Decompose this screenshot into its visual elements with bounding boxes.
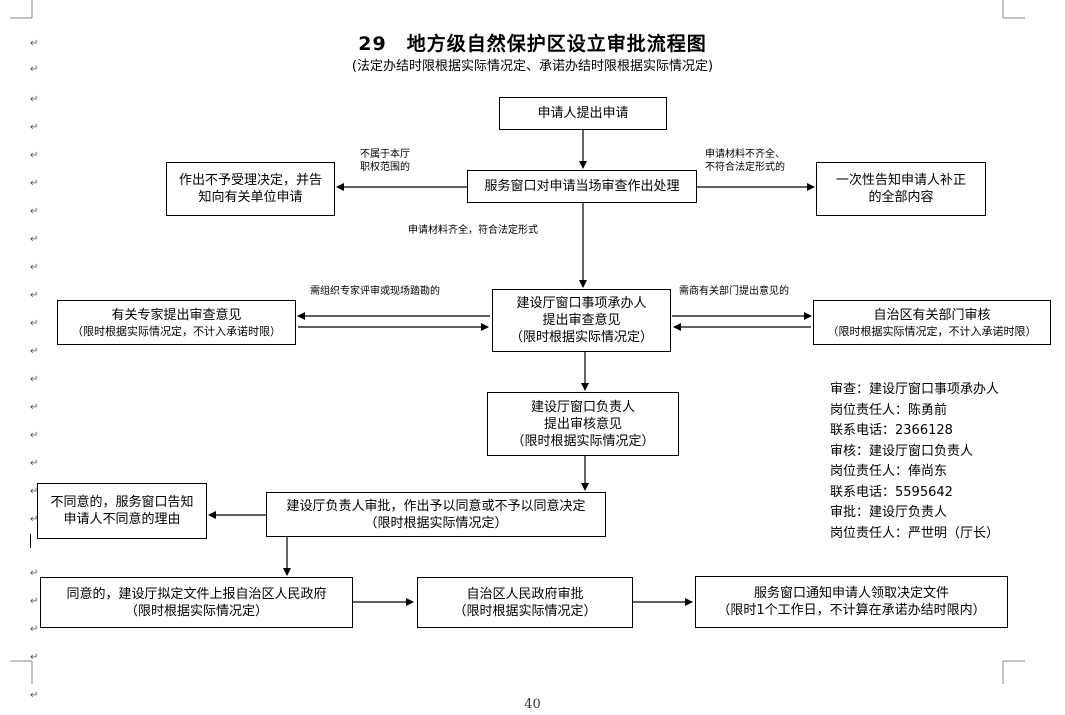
window-check-box: 服务窗口对申请当场审查作出处理 <box>467 170 697 203</box>
disagree-box: 不同意的，服务窗口告知 申请人不同意的理由 <box>37 483 207 539</box>
disagree-line-1: 不同意的，服务窗口告知 <box>50 495 194 510</box>
paragraph-mark: ↵ <box>30 568 39 579</box>
need-expert-label: 需组织专家评审或现场踏勘的 <box>310 286 440 297</box>
window-head-line-1: 建设厅窗口负责人 <box>530 399 635 415</box>
handler-line-1: 建设厅窗口事项承办人 <box>516 296 647 311</box>
expert-line-1: 有关专家提出审查意见 <box>111 307 242 323</box>
agree-box: 同意的，建设厅拟定文件上报自治区人民政府 （限时根据实际情况定） <box>40 577 353 628</box>
region-dept-line-2: （限时根据实际情况定，不计入承诺时限） <box>827 324 1037 338</box>
contact-line: 岗位责任人：俸尚东 <box>830 464 948 479</box>
agree-line-1: 同意的，建设厅拟定文件上报自治区人民政府 <box>66 586 327 602</box>
incomplete-line-1: 申请材料不齐全、 <box>705 149 785 160</box>
paragraph-mark: ↵ <box>30 318 39 329</box>
final-box: 服务窗口通知申请人领取决定文件 （限时1个工作日，不计算在承诺办结时限内） <box>695 576 1008 628</box>
page-number: 40 <box>524 697 541 712</box>
dept-head-line-2: （限时根据实际情况定） <box>364 515 508 531</box>
paragraph-mark: ↵ <box>30 206 39 217</box>
not-in-scope-line-1: 不属于本厅 <box>360 149 410 160</box>
paragraph-mark: ↵ <box>30 690 39 701</box>
contact-info: 审查：建设厅窗口事项承办人 岗位责任人：陈勇前 联系电话：2366128 审核：… <box>830 380 999 544</box>
incomplete-label: 申请材料不齐全、 不符合法定形式的 <box>705 148 785 174</box>
reject-line-2: 知向有关单位申请 <box>198 190 303 205</box>
paragraph-mark: ↵ <box>30 402 39 413</box>
reject-line-1: 作出不予受理决定，并告 <box>178 173 322 188</box>
not-in-scope-line-2: 职权范围的 <box>360 162 410 173</box>
paragraph-mark: ↵ <box>30 514 39 525</box>
dept-head-box: 建设厅负责人审批，作出予以同意或不予以同意决定 （限时根据实际情况定） <box>266 492 606 537</box>
paragraph-mark: ↵ <box>30 38 39 49</box>
window-head-box: 建设厅窗口负责人 提出审核意见 （限时根据实际情况定） <box>487 392 679 456</box>
paragraph-mark: ↵ <box>30 94 39 105</box>
expert-box: 有关专家提出审查意见 （限时根据实际情况定，不计入承诺时限） <box>57 300 296 345</box>
crop-marks <box>10 0 1025 684</box>
paragraph-mark: ↵ <box>30 346 39 357</box>
paragraph-mark: ↵ <box>30 486 39 497</box>
reject-box: 作出不予受理决定，并告 知向有关单位申请 <box>166 162 335 216</box>
window-head-line-2: 提出审核意见 <box>543 416 622 432</box>
contact-line: 联系电话：5595642 <box>830 484 953 500</box>
contact-line: 联系电话：2366128 <box>830 423 953 438</box>
paragraph-mark: ↵ <box>30 262 39 273</box>
paragraph-mark: ↵ <box>30 430 39 441</box>
paragraph-mark: ↵ <box>30 458 39 469</box>
region-dept-box: 自治区有关部门审核 （限时根据实际情况定，不计入承诺时限） <box>813 300 1051 345</box>
contact-line: 审批：建设厅负责人 <box>830 505 948 520</box>
contact-line: 审查：建设厅窗口事项承办人 <box>830 382 1000 397</box>
paragraph-mark: ↵ <box>30 234 39 245</box>
incomplete-line-2: 不符合法定形式的 <box>705 162 785 173</box>
complete-label: 申请材料齐全，符合法定形式 <box>408 225 538 236</box>
handler-box: 建设厅窗口事项承办人 提出审查意见 （限时根据实际情况定） <box>492 289 671 352</box>
not-in-scope-label: 不属于本厅 职权范围的 <box>360 148 410 174</box>
page-subtitle: (法定办结时限根据实际情况定、承诺办结时限根据实际情况定) <box>351 59 714 74</box>
notify-line-1: 一次性告知申请人补正 <box>835 173 966 188</box>
region-dept-line-1: 自治区有关部门审核 <box>873 307 991 323</box>
gov-line-2: （限时根据实际情况定） <box>453 603 597 619</box>
paragraph-mark: ↵ <box>30 624 39 635</box>
dept-head-line-1: 建设厅负责人审批，作出予以同意或不予以同意决定 <box>286 498 586 514</box>
final-line-2: （限时1个工作日，不计算在承诺办结时限内） <box>717 603 986 618</box>
apply-text: 申请人提出申请 <box>537 106 629 121</box>
handler-line-2: 提出审查意见 <box>542 313 621 328</box>
paragraph-mark: ↵ <box>30 290 39 301</box>
expert-line-2: （限时根据实际情况定，不计入承诺时限） <box>72 324 281 338</box>
handler-line-3: （限时根据实际情况定） <box>509 330 653 345</box>
notify-box: 一次性告知申请人补正 的全部内容 <box>816 162 986 216</box>
apply-box: 申请人提出申请 <box>499 97 667 130</box>
gov-box: 自治区人民政府审批 （限时根据实际情况定） <box>417 577 633 628</box>
text-cursor <box>30 534 31 548</box>
paragraph-mark: ↵ <box>30 652 39 663</box>
paragraph-mark: ↵ <box>30 122 39 133</box>
agree-line-2: （限时根据实际情况定） <box>124 603 268 619</box>
paragraph-mark: ↵ <box>30 596 39 607</box>
contact-line: 岗位责任人：严世明（厅长） <box>830 525 1000 541</box>
disagree-line-2: 申请人不同意的理由 <box>63 512 181 527</box>
paragraph-mark: ↵ <box>30 150 39 161</box>
page-title: 29 地方级自然保护区设立审批流程图 <box>358 33 707 55</box>
gov-line-1: 自治区人民政府审批 <box>466 586 584 602</box>
window-check-text: 服务窗口对申请当场审查作出处理 <box>484 179 680 194</box>
contact-line: 审核：建设厅窗口负责人 <box>830 443 974 459</box>
notify-line-2: 的全部内容 <box>868 190 934 205</box>
final-line-1: 服务窗口通知申请人领取决定文件 <box>753 586 949 601</box>
window-head-line-3: （限时根据实际情况定） <box>511 433 655 449</box>
paragraph-mark: ↵ <box>30 64 39 75</box>
need-dept-label: 需商有关部门提出意见的 <box>679 286 789 297</box>
paragraph-mark: ↵ <box>30 178 39 189</box>
contact-line: 岗位责任人：陈勇前 <box>830 402 948 418</box>
paragraph-mark: ↵ <box>30 374 39 385</box>
